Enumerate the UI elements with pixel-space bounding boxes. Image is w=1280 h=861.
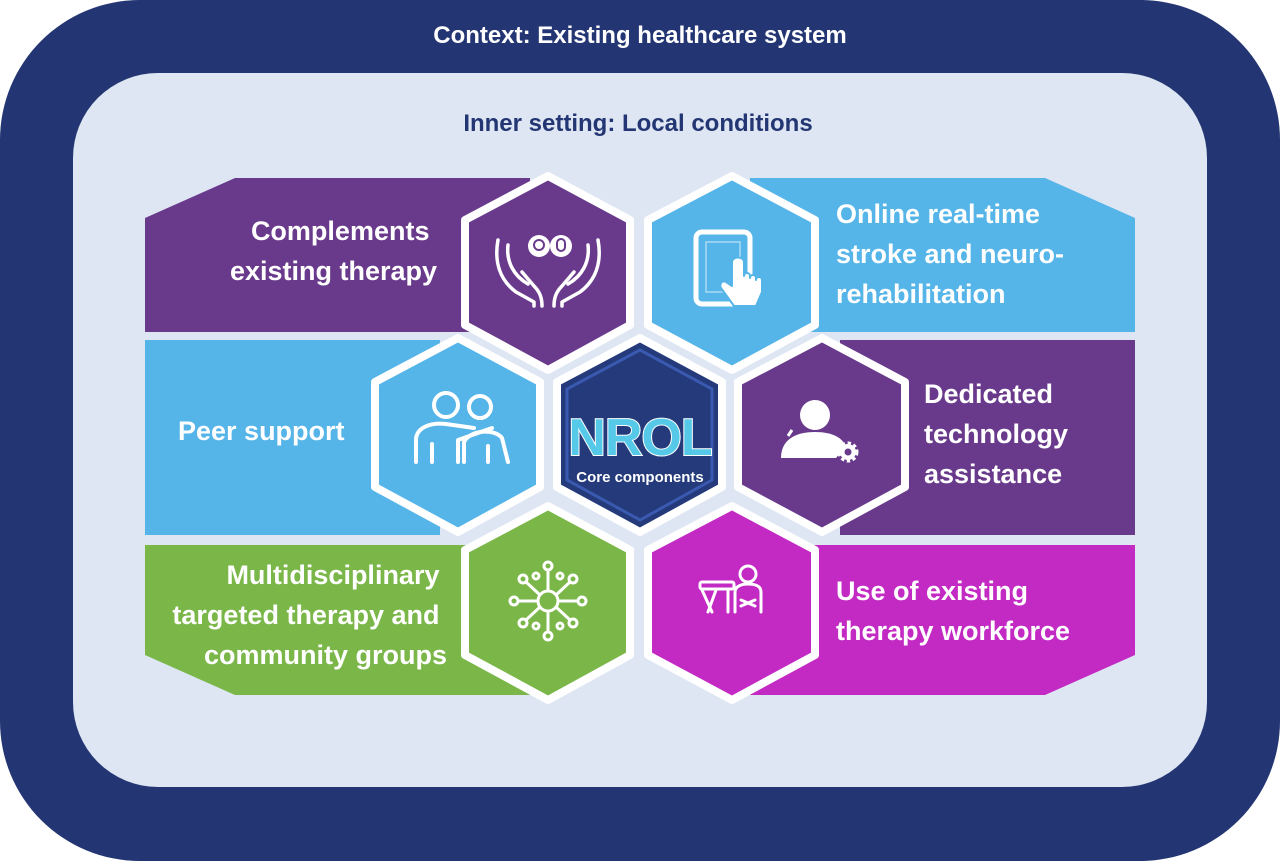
label-workforce-line-2: therapy workforce (836, 616, 1070, 646)
core-logo: NROL (568, 409, 712, 467)
band-online (750, 178, 1135, 332)
label-online-line-2: stroke and neuro- (836, 239, 1064, 269)
band-workforce (750, 545, 1135, 695)
hex-core (553, 334, 726, 536)
core-logo-text: NROL (568, 409, 712, 467)
hex-multi (461, 502, 634, 704)
hex-complements (461, 172, 634, 374)
two-people-icon (414, 391, 510, 464)
label-online-line-1: Online real-time (836, 199, 1040, 229)
hex-workforce (644, 502, 819, 704)
label-tech: Dedicated technology assistance (924, 379, 1076, 489)
label-tech-line-3: assistance (924, 459, 1062, 489)
label-multi-line-1: Multidisciplinary (226, 560, 439, 590)
core-subtitle: Core components (576, 469, 704, 486)
label-peer-line-1: Peer support (178, 416, 345, 446)
label-workforce-line-1: Use of existing (836, 576, 1028, 606)
label-online-line-3: rehabilitation (836, 279, 1006, 309)
label-complements: Complements existing therapy (230, 216, 437, 286)
band-tech (840, 340, 1135, 535)
label-online: Online real-time stroke and neuro- rehab… (836, 199, 1072, 309)
band-complements (145, 178, 530, 332)
tablet-touch-icon (693, 229, 763, 307)
label-multi-line-2: targeted therapy and (172, 600, 439, 630)
user-gear-icon (781, 400, 859, 463)
hex-core-glow (565, 348, 714, 522)
label-peer: Peer support (178, 416, 345, 446)
therapist-table-icon (698, 564, 763, 614)
label-complements-line-1: Complements (251, 216, 430, 246)
label-workforce: Use of existing therapy workforce (836, 576, 1070, 646)
label-tech-line-1: Dedicated (924, 379, 1053, 409)
label-complements-line-2: existing therapy (230, 256, 437, 286)
inner-setting-title: Inner setting: Local conditions (463, 110, 812, 137)
label-multi-line-3: community groups (204, 640, 447, 670)
label-multi: Multidisciplinary targeted therapy and c… (172, 560, 447, 670)
band-multi (145, 545, 530, 695)
network-hub-icon (508, 560, 588, 642)
hex-peer (371, 334, 544, 536)
band-peer (145, 340, 440, 535)
label-tech-line-2: technology (924, 419, 1068, 449)
outer-context-title: Context: Existing healthcare system (433, 22, 846, 49)
hands-holding-icon (495, 235, 601, 308)
